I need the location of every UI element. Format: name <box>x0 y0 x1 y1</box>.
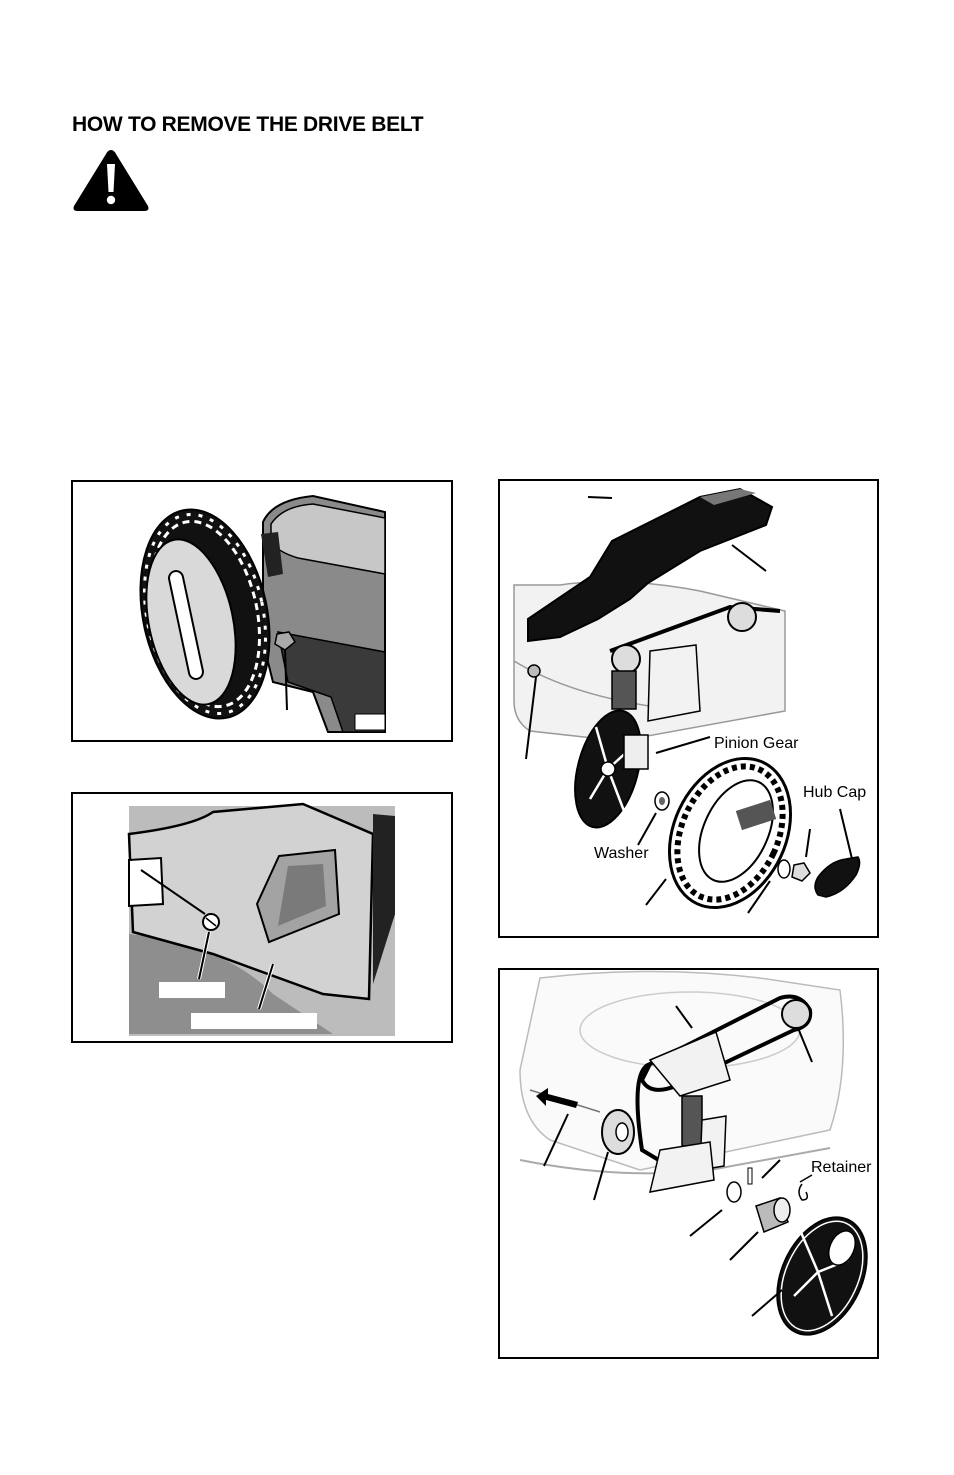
wheel-skirt-illustration <box>139 494 386 733</box>
figure-wheel-skirt <box>71 480 453 742</box>
hub-cap-label: Hub Cap <box>803 784 867 801</box>
pinion-gear-label: Pinion Gear <box>714 735 799 752</box>
figure-wheel-exploded: Pinion Gear Hub Cap Washer <box>498 479 879 938</box>
section-heading: HOW TO REMOVE THE DRIVE BELT <box>72 113 424 136</box>
warning-triangle-icon <box>73 150 149 211</box>
figure-belt-pinion: Retainer Ring <box>498 968 879 1359</box>
retainer-ring-label: Retainer Ring <box>811 1159 877 1176</box>
belt-pinion-illustration <box>519 970 868 1336</box>
washer-label: Washer <box>594 845 649 862</box>
wheel-exploded-illustration <box>513 487 861 914</box>
belt-cover-illustration <box>127 802 395 1036</box>
figure-belt-cover <box>71 792 453 1043</box>
